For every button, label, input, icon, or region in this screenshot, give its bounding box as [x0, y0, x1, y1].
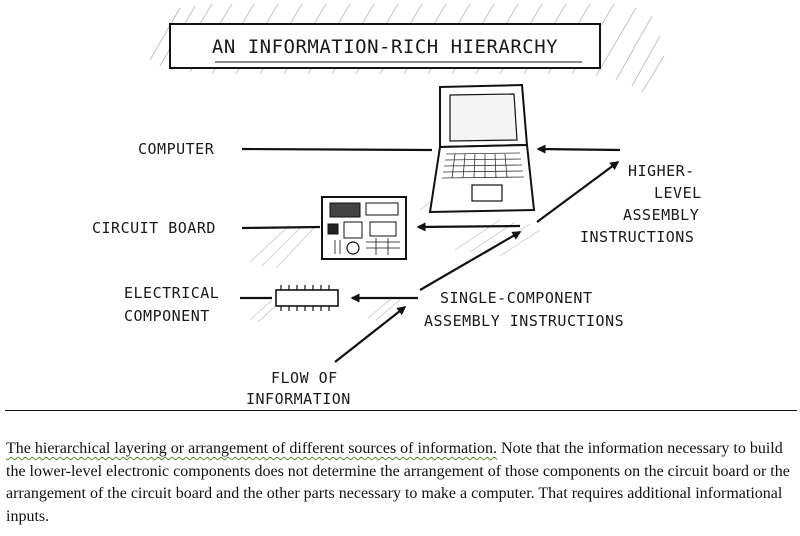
laptop-icon [428, 83, 536, 214]
caption-body: Note that the information necessary to b… [6, 440, 790, 525]
label-higher-line1: HIGHER- [628, 162, 695, 180]
caption-lead: The hierarchical layering or arrangement… [6, 440, 498, 457]
hierarchy-diagram: AN INFORMATION-RICH HIERARCHY [92, 3, 702, 408]
figure-caption: The hierarchical layering or arrangement… [6, 438, 792, 528]
pointer-lines [240, 147, 433, 300]
arrow-single-to-board [416, 222, 521, 232]
flow-arrows [334, 144, 621, 363]
circuit-board-icon [321, 196, 407, 260]
chip-icon [275, 285, 339, 311]
label-single-line1: SINGLE-COMPONENT [440, 289, 593, 307]
label-computer: COMPUTER [138, 140, 215, 158]
label-single-line2: ASSEMBLY INSTRUCTIONS [424, 312, 624, 330]
label-flow-line2: INFORMATION [246, 390, 351, 408]
label-higher-line2: LEVEL [654, 184, 702, 202]
label-electrical-line2: COMPONENT [124, 307, 210, 325]
label-electrical-line1: ELECTRICAL [124, 284, 219, 302]
arrow-flow-to-single [334, 306, 407, 363]
label-flow-line1: FLOW OF [271, 369, 338, 387]
label-higher-line3: ASSEMBLY [623, 206, 699, 224]
arrow-to-higher [536, 161, 620, 223]
title-box: AN INFORMATION-RICH HIERARCHY [169, 23, 601, 69]
arrow-higher-to-computer [536, 144, 621, 154]
caption-divider [5, 410, 797, 411]
diagram-title: AN INFORMATION-RICH HIERARCHY [212, 36, 558, 58]
label-higher-line4: INSTRUCTIONS [580, 228, 694, 246]
arrow-to-single [419, 231, 522, 291]
label-circuit-board: CIRCUIT BOARD [92, 219, 216, 237]
